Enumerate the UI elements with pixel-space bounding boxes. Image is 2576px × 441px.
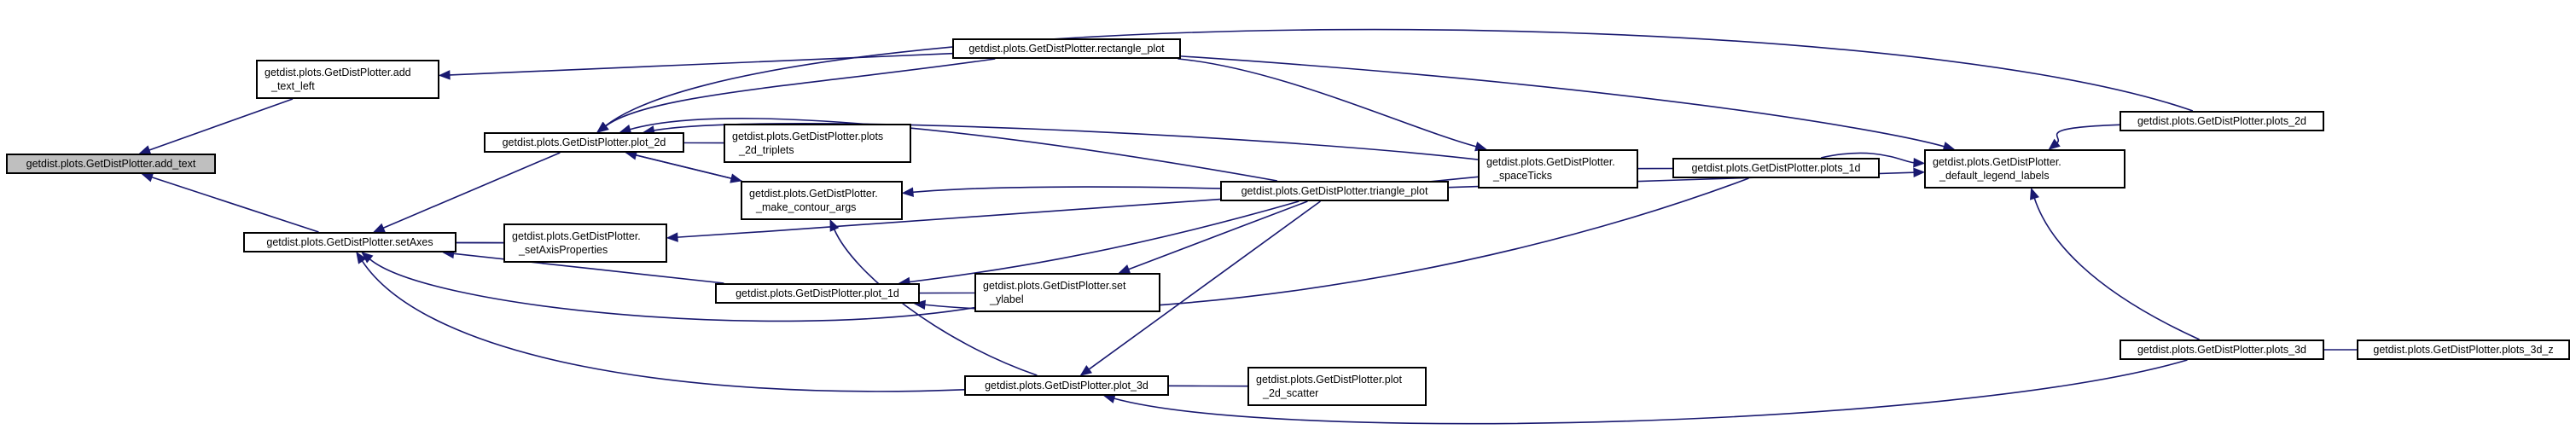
node-label-line: getdist.plots.GetDistPlotter.add_text [26,158,196,170]
edge-triangle-plot-to-make-contour-args [912,186,1221,194]
node-label-line: _ylabel [990,293,1024,305]
arrowhead-icon [1079,365,1093,376]
node-label-line: getdist.plots.GetDistPlotter.plot_2d [502,136,666,148]
node-plots-3d-z[interactable]: getdist.plots.GetDistPlotter.plots_3d_z [2357,339,2570,360]
node-label-line: getdist.plots.GetDistPlotter.plot [1256,374,1402,386]
edge-triangle-plot-to-plot-3d [1088,200,1321,370]
node-label-line: getdist.plots.GetDistPlotter. [749,188,878,200]
edge-plots-1d-to-default-legend-labels [1820,152,1915,164]
node-label-line: getdist.plots.GetDistPlotter. [1933,156,2061,168]
node-make-contour-args[interactable]: getdist.plots.GetDistPlotter._make_conto… [741,181,903,220]
node-label-line: _setAxisProperties [519,244,608,256]
edge-setAxes-to-add-text [151,176,319,233]
arrowhead-icon [730,173,743,183]
node-label-line: _spaceTicks [1493,170,1553,182]
arrowhead-icon [1913,167,1926,177]
node-spaceTicks[interactable]: getdist.plots.GetDistPlotter. _spaceTicks [1478,149,1638,189]
arrowhead-icon [2030,187,2039,200]
edge-rectangle-plot-to-default-legend-labels [1180,55,1945,148]
node-label-line: getdist.plots.GetDistPlotter.triangle_pl… [1241,185,1428,197]
node-label-line: _default_legend_labels [1939,170,2050,182]
arrowhead-icon [356,251,367,264]
arrowhead-icon [666,232,678,242]
node-plot-2d-scatter[interactable]: getdist.plots.GetDistPlotter.plot_2d_sca… [1247,367,1427,406]
node-label-line: _2d_scatter [1263,387,1319,399]
node-label-line: getdist.plots.GetDistPlotter.plots_2d [2137,115,2307,127]
node-label-line: getdist.plots.GetDistPlotter.add [265,67,411,78]
node-plots-1d[interactable]: getdist.plots.GetDistPlotter.plots_1d [1672,158,1880,178]
node-label-line: getdist.plots.GetDistPlotter.setAxes [266,236,433,248]
arrowhead-icon [372,223,386,233]
node-set-ylabel[interactable]: getdist.plots.GetDistPlotter.set_ylabel [974,273,1160,312]
node-add-text-left[interactable]: getdist.plots.GetDistPlotter.add _text_le… [256,60,439,99]
edge-plots-3d-to-default-legend-labels [2033,198,2200,340]
node-plots-2d[interactable]: getdist.plots.GetDistPlotter.plots_2d [2120,111,2324,131]
node-label-line: getdist.plots.GetDistPlotter.plots_1d [1691,162,1861,174]
edge-plots-2d-to-plot-2d [604,28,2194,127]
edge-add-text-left-to-add-text [148,98,294,151]
node-plot-3d[interactable]: getdist.plots.GetDistPlotter.plot_3d [964,375,1169,396]
edge-set-ylabel-to-setAxes [369,258,975,322]
arrowhead-icon [2048,138,2061,150]
node-label-line: _make_contour_args [756,201,857,213]
node-plot-2d[interactable]: getdist.plots.GetDistPlotter.plot_2d [484,132,684,153]
edge-rectangle-plot-to-plot-2d [605,58,996,127]
edge-plots-3d-to-plot-3d [1114,359,2188,425]
edge-triangle-plot-to-set-ylabel [1128,200,1308,270]
node-plots-3d[interactable]: getdist.plots.GetDistPlotter.plots_3d [2120,339,2324,360]
node-label-line: getdist.plots.GetDistPlotter.set [983,280,1126,292]
edge-rectangle-plot-to-spaceTicks [1178,58,1477,148]
node-label-line: getdist.plots.GetDistPlotter.plot_3d [985,380,1148,392]
arrowhead-icon [141,172,154,183]
arrowhead-icon [901,187,914,197]
node-default-legend-labels[interactable]: getdist.plots.GetDistPlotter. _default_le… [1924,149,2125,189]
node-label-line: getdist.plots.GetDistPlotter. [512,230,641,242]
arrowhead-icon [1913,157,1926,168]
edge-triangle-plot-to-setAxisProperties [677,198,1221,238]
node-label-line: _text_left [271,80,315,92]
node-setAxes[interactable]: getdist.plots.GetDistPlotter.setAxes [243,232,456,252]
arrowhead-icon [596,121,609,133]
edge-plot-2d-to-setAxes [382,152,561,229]
arrowhead-icon [913,299,927,310]
edge-plots-2d-to-default-legend-labels [2056,124,2120,144]
arrowhead-icon [438,70,451,80]
edge-rectangle-plot-to-add-text-left [449,52,953,76]
node-plot-1d[interactable]: getdist.plots.GetDistPlotter.plot_1d [715,283,920,304]
node-label-line: getdist.plots.GetDistPlotter.plots_3d_z [2373,344,2554,356]
node-label-line: getdist.plots.GetDistPlotter.plots_3d [2137,344,2307,356]
node-plots-2d-triplets[interactable]: getdist.plots.GetDistPlotter.plots _2d_tr… [724,124,911,163]
node-setAxisProperties[interactable]: getdist.plots.GetDistPlotter. _setAxisPro… [503,223,667,263]
arrowhead-icon [829,218,840,232]
edge-triangle-plot-to-plot-1d [909,200,1300,283]
node-rectangle-plot[interactable]: getdist.plots.GetDistPlotter.rectangle_p… [952,38,1181,59]
node-label-line: getdist.plots.GetDistPlotter.plots [732,131,884,142]
node-triangle-plot[interactable]: getdist.plots.GetDistPlotter.triangle_pl… [1220,181,1449,201]
node-add-text[interactable]: getdist.plots.GetDistPlotter.add_text [6,154,216,174]
node-label-line: _2d_triplets [739,144,794,156]
edge-plot-2d-to-make-contour-args [625,152,733,180]
edge-plot-3d-to-make-contour-args [834,229,1038,376]
edge-plot-1d-to-setAxes [453,252,724,284]
node-label-line: getdist.plots.GetDistPlotter.rectangle_p… [968,43,1165,55]
arrowhead-icon [1118,264,1131,274]
node-label-line: getdist.plots.GetDistPlotter. [1486,156,1615,168]
edge-plot-3d-to-setAxes [361,260,965,392]
node-label-line: getdist.plots.GetDistPlotter.plot_1d [736,287,899,299]
